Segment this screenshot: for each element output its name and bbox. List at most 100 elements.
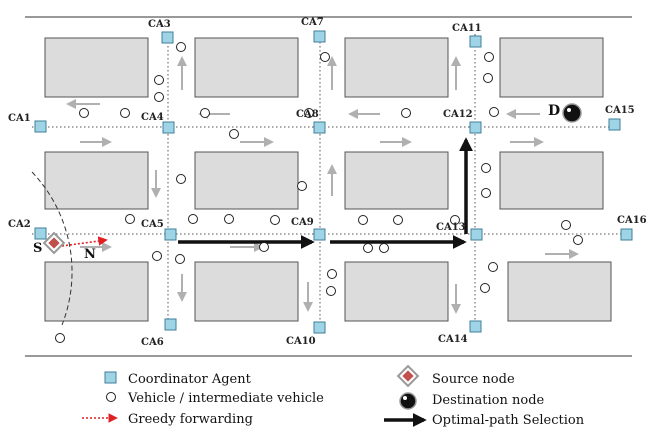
coordinator-agent-icon [313,228,326,241]
ca-label: CA12 [443,109,473,120]
coordinator-agent-icon [34,227,47,240]
vehicle [326,286,336,296]
ca-label: CA15 [605,105,635,116]
ca-label: CA1 [8,113,31,124]
block [499,37,604,98]
coordinator-labels: CA1 CA2 CA3 CA4 CA5 CA6 CA7 CA8 CA9 CA10… [8,17,647,348]
ca-label: CA10 [286,336,316,347]
coordinator-agent-icon [164,318,177,331]
vehicle [489,107,499,117]
vehicle [401,108,411,118]
ca-label: CA7 [301,17,324,28]
source-node [42,231,66,255]
block [44,37,149,98]
block [44,261,149,322]
ca-label: CA4 [141,112,164,123]
coordinator-agent-icon [469,121,482,134]
source-label: S [33,241,42,256]
vehicle [320,52,330,62]
coordinator-agent-icon [469,35,482,48]
coordinator-agent-icon [161,31,174,44]
coordinator-agent-icon [608,118,621,131]
block [499,151,604,210]
coordinator-agent-icon [313,30,326,43]
block [507,261,612,322]
legend-greedy-label: Greedy forwarding [128,412,253,427]
coordinator-agent-icon [162,121,175,134]
vehicle [480,283,490,293]
vehicle [484,52,494,62]
block [44,151,149,210]
vehicle [188,214,198,224]
block [194,261,299,322]
city-blocks [44,37,612,322]
vehicle [488,262,498,272]
vehicle [363,243,373,253]
vehicle [483,73,493,83]
vehicle [120,108,130,118]
vehicle [481,163,491,173]
ca-label: CA9 [291,217,314,228]
coordinator-agent-icon [620,228,633,241]
vehicle [297,181,307,191]
vehicle [175,254,185,264]
destination-node-icon [562,103,582,123]
legend-destination-icon [399,392,417,410]
destination-label: D [548,103,560,119]
ca-label: CA3 [148,19,171,30]
ca-label: CA6 [141,337,164,348]
vehicle [154,75,164,85]
vehicles [55,42,583,343]
legend-coordinator-icon [104,371,117,384]
vehicle [481,188,491,198]
ca-label: CA16 [617,215,647,226]
vehicle [176,174,186,184]
ca-label: CA11 [452,23,482,34]
ca-label: CA2 [8,219,31,230]
transmission-range [31,171,73,326]
legend-optimal-label: Optimal-path Selection [432,413,585,428]
block [194,151,299,210]
neighbor-label: N [84,247,96,262]
vehicle [573,235,583,245]
vehicle [358,215,368,225]
vehicle [327,269,337,279]
legend-coordinator-label: Coordinator Agent [128,372,252,387]
coordinator-agents [34,30,633,334]
coordinator-agent-icon [470,228,483,241]
vehicle [379,243,389,253]
vehicle [176,42,186,52]
vehicle [393,215,403,225]
legend-vehicle-icon [106,392,116,402]
coordinator-agent-icon [469,320,482,333]
block [344,151,449,210]
vehicle [152,251,162,261]
vehicle [304,108,314,118]
optimal-path [178,137,473,249]
ca-label: CA8 [296,109,319,120]
block [344,37,449,98]
vehicle [154,92,164,102]
vehicle [259,242,269,252]
vehicle [270,215,280,225]
vehicle [229,129,239,139]
coordinator-agent-icon [164,228,177,241]
legend-destination-label: Destination node [432,393,545,408]
legend: Coordinator Agent Vehicle / intermediate… [82,364,585,428]
vehicle [79,108,89,118]
ca-label: CA14 [438,334,468,345]
block [344,261,449,322]
ca-label: CA13 [436,222,466,233]
coordinator-agent-icon [313,121,326,134]
vehicle [561,220,571,230]
coordinator-agent-icon [34,120,47,133]
legend-vehicle-label: Vehicle / intermediate vehicle [127,391,324,406]
vehicle [125,214,135,224]
vehicle [224,214,234,224]
vehicle [200,108,210,118]
vehicle [450,215,460,225]
coordinator-agent-icon [313,321,326,334]
ca-label: CA5 [141,219,164,230]
vehicle [55,333,65,343]
